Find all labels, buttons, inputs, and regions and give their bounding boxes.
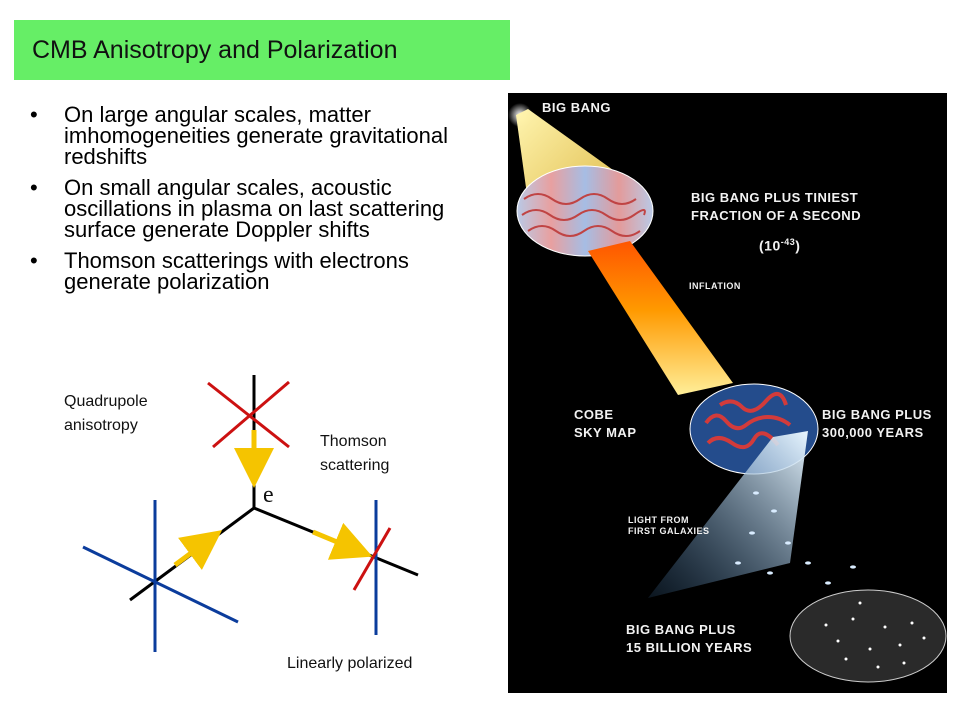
left-blue-diagonal-line bbox=[82, 545, 239, 624]
inflation-cone bbox=[588, 241, 733, 395]
quadrupole-label: Quadrupole anisotropy bbox=[64, 393, 148, 434]
bullet-item: • Thomson scatterings with electrons gene… bbox=[30, 248, 498, 294]
slide-title: CMB Anisotropy and Polarization bbox=[32, 35, 398, 64]
galaxy-disc bbox=[789, 589, 947, 683]
light-first-galaxies-label: Light From First Galaxies bbox=[628, 515, 710, 536]
bullet-item: • On small angular scales, acoustic oscil… bbox=[30, 175, 498, 242]
early-galaxies bbox=[735, 491, 856, 585]
bullet-item: • On large angular scales, matter imhomog… bbox=[30, 102, 498, 169]
right-arrow bbox=[312, 522, 373, 560]
top-red-line-b bbox=[212, 380, 290, 449]
linearly-polarized-label: Linearly polarized bbox=[287, 655, 413, 672]
left-arrow bbox=[173, 530, 223, 570]
galaxy-dots bbox=[824, 601, 926, 669]
plus-15-billion-label: Big Bang Plus 15 Billion Years bbox=[626, 622, 753, 655]
bullet-dot: • bbox=[30, 248, 38, 273]
exponent-close: ) bbox=[795, 237, 801, 254]
electron-symbol: e bbox=[263, 482, 274, 508]
galaxy-light-cone bbox=[648, 431, 808, 598]
bullet-dot: • bbox=[30, 175, 38, 200]
big-bang-label: Big Bang bbox=[542, 100, 611, 115]
bullet-text: On large angular scales, matter imhomoge… bbox=[64, 102, 449, 169]
plus-300k-label: Big Bang Plus 300,000 Years bbox=[822, 407, 932, 440]
inflation-label: Inflation bbox=[689, 281, 741, 291]
bullet-list: • On large angular scales, matter imhomog… bbox=[30, 104, 498, 302]
cosmic-history-image: Big Bang Big Bang Plus Tiniest Fraction … bbox=[508, 93, 947, 693]
exponent-sup: -43 bbox=[780, 237, 796, 247]
sky-map-anisotropy bbox=[704, 392, 792, 450]
bullet-text: On small angular scales, acoustic oscill… bbox=[64, 175, 445, 242]
bullet-text: Thomson scatterings with electrons gener… bbox=[64, 248, 409, 294]
density-waves bbox=[521, 193, 646, 237]
cosmic-history-illustration bbox=[508, 103, 947, 683]
scattering-diagram: e bbox=[82, 375, 419, 652]
slide-title-box: CMB Anisotropy and Polarization bbox=[14, 20, 510, 80]
exponent-base: (10 bbox=[759, 237, 781, 254]
thomson-label: Thomson scattering bbox=[320, 433, 390, 474]
time-exponent-label: (10-43) bbox=[759, 233, 800, 255]
bullet-dot: • bbox=[30, 102, 38, 127]
cobe-sky-map-label: COBE Sky Map bbox=[574, 407, 637, 440]
right-red-line bbox=[352, 527, 392, 591]
tiniest-fraction-label: Big Bang Plus Tiniest Fraction of a Seco… bbox=[691, 190, 862, 223]
